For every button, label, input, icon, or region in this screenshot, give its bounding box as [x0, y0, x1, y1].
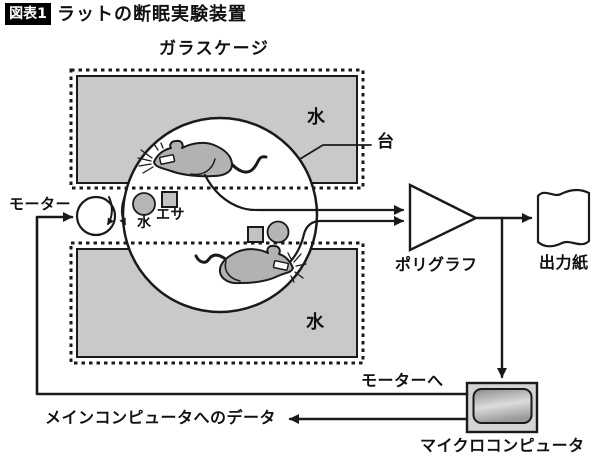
food-pellet-bottom	[247, 226, 264, 243]
cable-top-rat	[203, 173, 405, 215]
water-dish-top	[132, 192, 156, 216]
figure-badge: 図表1	[5, 3, 51, 25]
label-glass-cage: ガラスケージ	[159, 39, 270, 59]
platform-leader-line	[299, 144, 372, 160]
rat-bottom-leg	[224, 260, 241, 282]
motor-control-line	[35, 212, 469, 396]
glass-cage-outline-bottom	[69, 241, 365, 365]
label-platform: 台	[377, 132, 395, 152]
rat-bottom-electrode	[272, 260, 290, 271]
rat-top-tail	[227, 155, 268, 174]
label-microcomputer: マイクロコンピュータ	[420, 436, 585, 455]
label-to-motor: モーターへ	[361, 371, 444, 390]
rat-top-whiskers	[137, 142, 164, 174]
figure-title: ラットの断眠実験装置	[57, 4, 247, 25]
rat-bottom-whiskers	[287, 252, 307, 283]
amplifier-triangle-icon	[408, 183, 479, 252]
microcomputer-screen-icon	[465, 381, 539, 434]
label-water-bottom: 水	[306, 312, 325, 333]
rat-facing-right-icon	[194, 244, 307, 285]
label-data-to-main-computer: メインコンピュータへのデータ	[45, 408, 277, 427]
microcomputer-screen	[472, 388, 533, 424]
water-dish-bottom	[266, 220, 290, 244]
label-water-top: 水	[307, 107, 326, 128]
food-pellet-top	[161, 191, 178, 208]
glass-cage-outline-top	[69, 68, 365, 190]
rotation-arrow-right	[119, 195, 126, 226]
motor-wheel-icon	[75, 195, 117, 237]
rat-facing-left-icon	[137, 139, 268, 178]
label-motor: モーター	[9, 195, 72, 213]
rat-top-electrode	[158, 154, 176, 165]
rat-bottom-tail	[194, 253, 232, 265]
label-polygraph: ポリグラフ	[395, 255, 478, 274]
label-output-paper: 出力紙	[539, 253, 589, 272]
rat-bottom-body	[218, 244, 294, 285]
label-food: エサ	[156, 207, 185, 223]
rotation-arrow-left	[107, 196, 114, 226]
cable-bottom-rat	[288, 216, 405, 264]
downward-rotation-arrows-icon	[107, 195, 126, 226]
rat-top-body	[153, 139, 233, 178]
wavy-chart-paper-icon	[536, 188, 591, 248]
label-water-dish: 水	[137, 215, 152, 231]
rat-top-leg	[190, 158, 216, 176]
